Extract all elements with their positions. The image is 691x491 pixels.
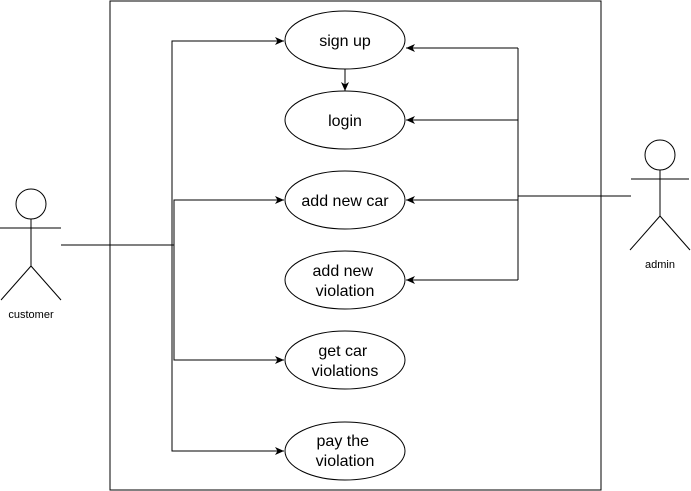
login-label: login (328, 113, 362, 130)
admin-head (644, 139, 676, 171)
login-line-1: login (328, 113, 362, 130)
admin-actor[interactable]: admin (629, 139, 691, 271)
get-car-violations-line-2: violations (312, 363, 379, 380)
customer-to-get-car-violations (173, 245, 284, 364)
admin-label: admin (645, 259, 675, 271)
customer-leg-left (0, 265, 32, 301)
add-new-violation-ellipse (284, 250, 406, 310)
customer-head (15, 188, 47, 220)
use-case-add-new-car[interactable]: add new car (284, 170, 406, 230)
customer-leg-right (30, 265, 62, 301)
admin-leg-left (629, 215, 661, 251)
pay-the-violation-line-2: violation (316, 453, 375, 470)
use-case-login[interactable]: login (284, 90, 406, 150)
admin-leg-right (659, 215, 691, 251)
customer-to-add-new-car (173, 196, 284, 245)
login-ellipse (284, 90, 406, 150)
get-car-violations-line-1: get car (318, 343, 368, 360)
add-new-car-line-1: add new car (301, 193, 389, 210)
system-boundary (109, 0, 602, 491)
use-case-sign-up[interactable]: sign up (284, 10, 406, 70)
use-case-get-car-violations[interactable]: get car violations (284, 330, 406, 390)
pay-the-violation-label: pay the violation (316, 433, 375, 470)
get-car-violations-label: get car violations (312, 343, 379, 380)
add-new-car-ellipse (284, 170, 406, 230)
add-new-car-label: add new car (301, 193, 389, 210)
add-new-violation-label: add new violation (313, 263, 378, 300)
customer-actor[interactable]: customer (0, 188, 62, 321)
use-case-add-new-violation[interactable]: add new violation (284, 250, 406, 310)
sign-up-label: sign up (319, 33, 371, 50)
use-case-pay-the-violation[interactable]: pay the violation (284, 421, 406, 481)
pay-the-violation-line-1: pay the (317, 433, 370, 450)
sign-up-ellipse (284, 10, 406, 70)
get-car-violations-ellipse (284, 330, 406, 390)
customer-to-pay-violation (171, 245, 284, 455)
customer-to-signup (171, 37, 284, 245)
pay-the-violation-ellipse (284, 421, 406, 481)
add-new-violation-line-1: add new (313, 263, 374, 280)
sign-up-line-1: sign up (319, 33, 371, 50)
customer-label: customer (8, 309, 54, 321)
add-new-violation-line-2: violation (316, 283, 375, 300)
